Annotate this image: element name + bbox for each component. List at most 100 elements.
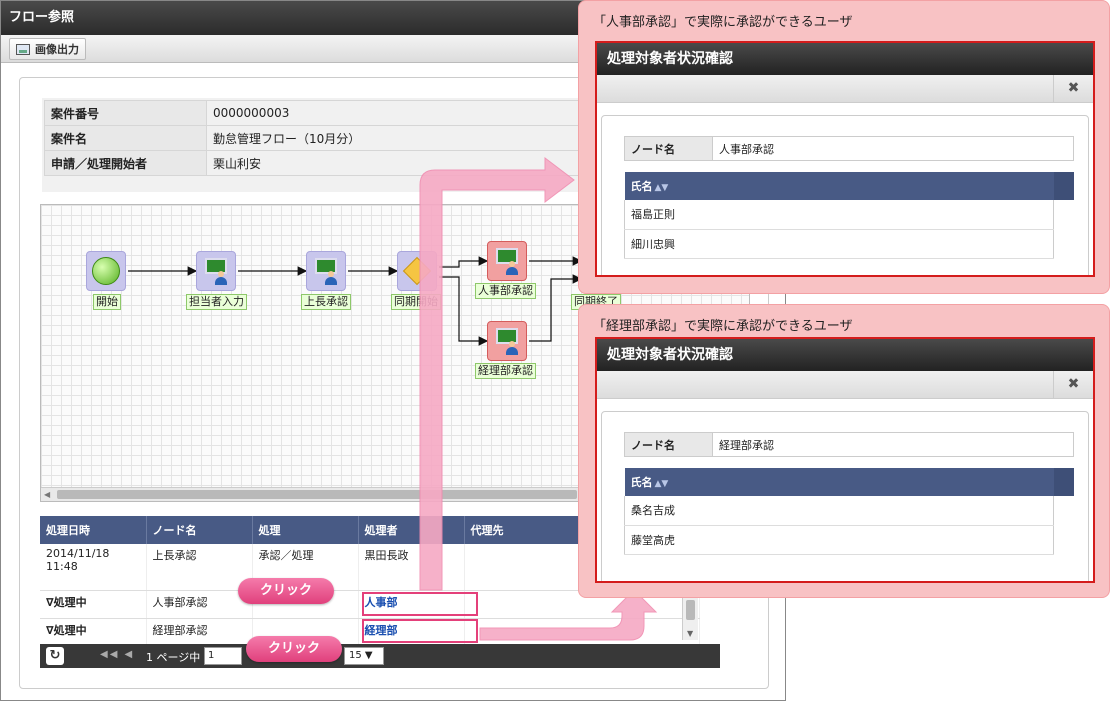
scroll-left-icon[interactable]: ◀ — [44, 490, 51, 499]
person-icon — [215, 271, 227, 285]
row-spacer — [1054, 525, 1074, 554]
info-label: 申請／処理開始者 — [44, 150, 207, 176]
sort-icon[interactable]: ▲▼ — [654, 183, 669, 193]
click-badge-accounting: クリック — [246, 636, 342, 662]
cell-date-day: 2014/11/18 — [46, 547, 110, 560]
node-hr[interactable] — [487, 241, 527, 281]
user-task-icon — [315, 258, 337, 274]
node-accounting-label: 経理部承認 — [475, 363, 536, 379]
cell-proxy — [464, 618, 700, 647]
callout-accounting: 「経理部承認」で実際に承認ができるユーザ 処理対象者状況確認 ✖ ノード名 経理… — [578, 304, 1110, 598]
prev-page-icon[interactable]: ◀◀ ◀ — [100, 649, 135, 660]
dialog-title: 処理対象者状況確認 — [597, 43, 1093, 75]
row-spacer — [1054, 200, 1074, 229]
col-header[interactable]: 処理 — [252, 516, 359, 544]
name-column-header[interactable]: 氏名▲▼ — [624, 468, 1054, 496]
refresh-icon[interactable]: ↻ — [46, 647, 64, 665]
cell-processor: 黒田長政 — [358, 544, 465, 591]
person-icon — [506, 261, 518, 275]
name-column-label: 氏名 — [630, 476, 653, 489]
node-applicant-label: 担当者入力 — [186, 294, 247, 310]
user-task-icon — [205, 258, 227, 274]
image-icon — [16, 43, 30, 55]
name-column-header[interactable]: 氏名▲▼ — [624, 172, 1054, 200]
scroll-down-icon[interactable]: ▼ — [687, 629, 694, 638]
cell-date-time: 11:48 — [46, 560, 78, 573]
node-sync-start-label: 同期開始 — [391, 294, 441, 310]
scroll-thumb[interactable] — [686, 600, 695, 620]
callout-hr: 「人事部承認」で実際に承認ができるユーザ 処理対象者状況確認 ✖ ノード名 人事… — [578, 0, 1110, 294]
dialog-title: 処理対象者状況確認 — [597, 339, 1093, 371]
user-name: 細川忠興 — [624, 229, 1054, 259]
table-row[interactable]: 細川忠興 — [624, 229, 1074, 259]
user-name: 桑名吉成 — [624, 496, 1054, 526]
highlight-accounting-processor — [362, 619, 478, 643]
export-image-label: 画像出力 — [35, 43, 79, 56]
cell-node: 上長承認 — [146, 544, 253, 591]
callout-caption: 「経理部承認」で実際に承認ができるユーザ — [593, 319, 853, 334]
node-start[interactable] — [86, 251, 126, 291]
edge-sync-hr — [439, 256, 489, 268]
node-hr-label: 人事部承認 — [475, 283, 536, 299]
dialog-body: ノード名 人事部承認 氏名▲▼ 福島正則 細川 — [601, 115, 1089, 275]
info-label: 案件番号 — [44, 100, 207, 126]
processor-link-accounting[interactable]: 経理部 — [364, 623, 398, 637]
info-label: 案件名 — [44, 125, 207, 151]
row-spacer — [1054, 496, 1074, 525]
table-row[interactable]: 桑名吉成 — [624, 496, 1074, 526]
node-name-field: ノード名 経理部承認 — [624, 432, 1074, 457]
pager-bar: ↻ ◀◀ ◀ 1 ページ中 1 15 ▼ — [40, 644, 720, 668]
node-name-value: 経理部承認 — [712, 432, 1074, 457]
processor-link-hr[interactable]: 人事部 — [364, 595, 398, 609]
page-label: 1 ページ中 — [146, 651, 201, 664]
node-boss-label: 上長承認 — [301, 294, 351, 310]
name-column-label: 氏名 — [630, 180, 653, 193]
col-header[interactable]: ノード名 — [146, 516, 253, 544]
callout-caption: 「人事部承認」で実際に承認ができるユーザ — [593, 15, 853, 30]
close-icon[interactable]: ✖ — [1053, 371, 1093, 398]
cell-node: 人事部承認 — [146, 590, 253, 619]
table-row[interactable]: 福島正則 — [624, 200, 1074, 230]
export-image-button[interactable]: 画像出力 — [9, 38, 86, 60]
page-size-select[interactable]: 15 ▼ — [344, 647, 384, 665]
user-table: 氏名▲▼ 桑名吉成 藤堂高虎 — [624, 468, 1074, 555]
node-boss[interactable] — [306, 251, 346, 291]
dialog-body: ノード名 経理部承認 氏名▲▼ 桑名吉成 藤堂 — [601, 411, 1089, 581]
cell-processor: 人事部 — [358, 590, 465, 619]
scroll-thumb[interactable] — [57, 490, 577, 499]
page-input[interactable]: 1 — [204, 647, 242, 665]
person-icon — [506, 341, 518, 355]
node-name-field: ノード名 人事部承認 — [624, 136, 1074, 161]
cell-date: 2014/11/18 11:48 — [40, 544, 147, 591]
user-name: 福島正則 — [624, 200, 1054, 230]
cell-status: ∇処理中 — [40, 590, 147, 619]
user-name: 藤堂高虎 — [624, 525, 1054, 555]
node-accounting[interactable] — [487, 321, 527, 361]
node-name-label: ノード名 — [624, 136, 713, 161]
sort-icon[interactable]: ▲▼ — [654, 479, 669, 489]
click-badge-hr: クリック — [238, 578, 334, 604]
highlight-hr-processor — [362, 592, 478, 616]
header-spacer — [1053, 468, 1074, 496]
assignee-dialog-accounting: 処理対象者状況確認 ✖ ノード名 経理部承認 氏名▲▼ — [595, 337, 1095, 583]
table-row[interactable]: 藤堂高虎 — [624, 525, 1074, 555]
node-start-label: 開始 — [93, 294, 121, 310]
col-header[interactable]: 処理日時 — [40, 516, 147, 544]
row-spacer — [1054, 229, 1074, 258]
person-icon — [325, 271, 337, 285]
edge-accounting-syncend — [529, 274, 583, 342]
assignee-dialog-hr: 処理対象者状況確認 ✖ ノード名 人事部承認 氏名▲▼ — [595, 41, 1095, 277]
dialog-toolbar: ✖ — [597, 371, 1093, 399]
node-sync-start[interactable] — [397, 251, 437, 291]
node-applicant[interactable] — [196, 251, 236, 291]
close-icon[interactable]: ✖ — [1053, 75, 1093, 102]
col-header[interactable]: 処理者 — [358, 516, 465, 544]
node-name-value: 人事部承認 — [712, 136, 1074, 161]
start-icon — [92, 257, 120, 285]
dialog-toolbar: ✖ — [597, 75, 1093, 103]
cell-status: ∇処理中 — [40, 618, 147, 647]
header-spacer — [1053, 172, 1074, 200]
cell-node: 経理部承認 — [146, 618, 253, 647]
user-table: 氏名▲▼ 福島正則 細川忠興 — [624, 172, 1074, 259]
node-name-label: ノード名 — [624, 432, 713, 457]
